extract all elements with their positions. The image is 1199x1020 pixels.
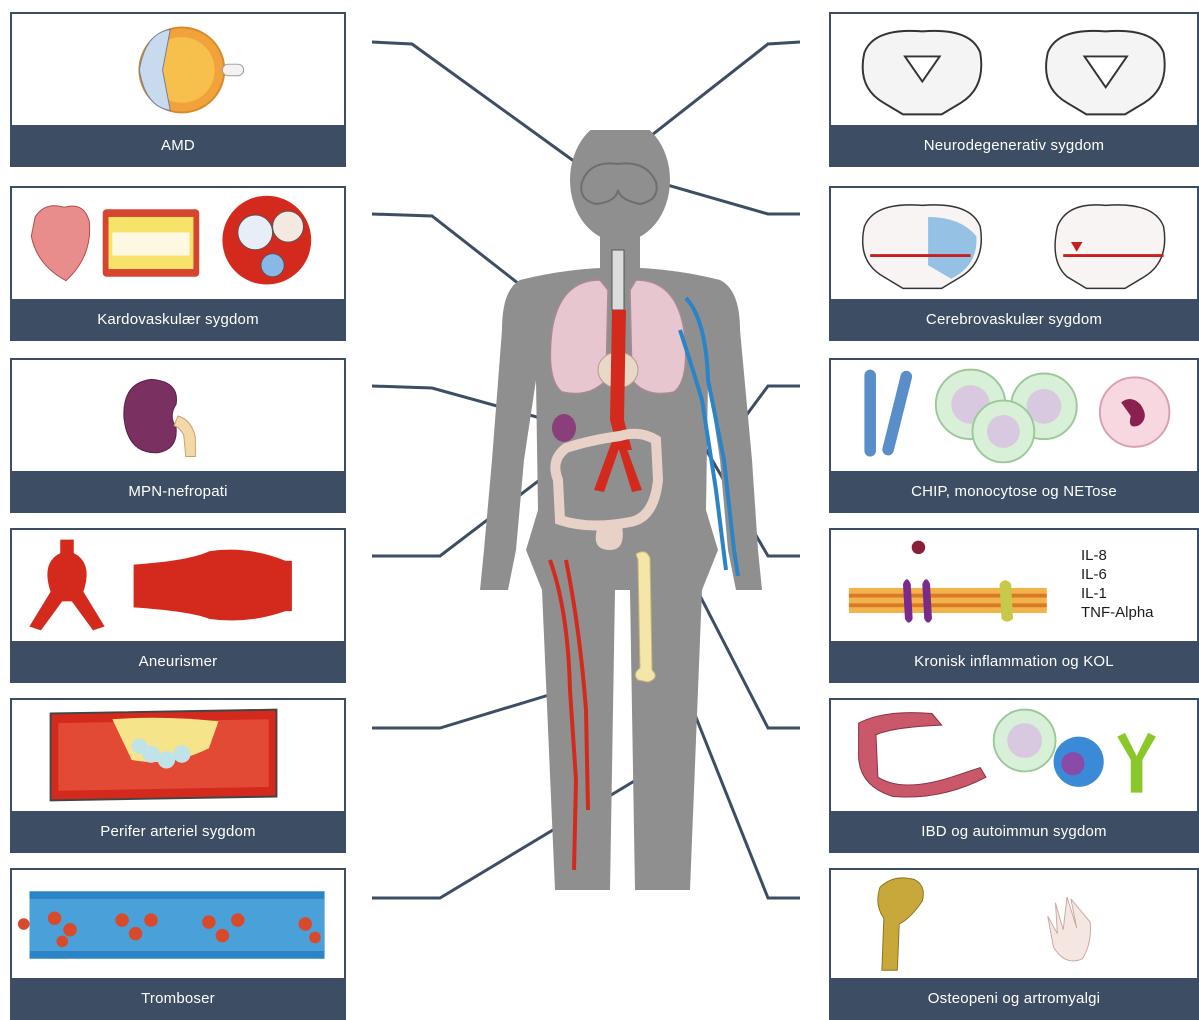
panel-ibd: IBD og autoimmun sygdom <box>829 698 1199 853</box>
cytokine-label: IL-6 <box>1081 565 1154 584</box>
panel-caption: Tromboser <box>12 978 344 1018</box>
panel-caption: AMD <box>12 125 344 165</box>
panel-caption: Kardovaskulær sygdom <box>12 299 344 339</box>
panel-bone: Osteopeni og artromyalgi <box>829 868 1199 1020</box>
panel-caption: Aneurismer <box>12 641 344 681</box>
cytokine-label: IL-8 <box>1081 546 1154 565</box>
panel-aneurysm: Aneurismer <box>10 528 346 683</box>
kidney-small <box>552 414 576 442</box>
panel-caption: CHIP, monocytose og NETose <box>831 471 1197 511</box>
blood-cells-icon <box>831 360 1197 471</box>
panel-inflammation: IL-8 IL-6 IL-1 TNF-Alpha Kronisk inflamm… <box>829 528 1199 683</box>
panel-kidney: MPN-nefropati <box>10 358 346 513</box>
eye-icon <box>12 14 344 125</box>
trachea <box>612 250 624 310</box>
panel-thrombosis: Tromboser <box>10 868 346 1020</box>
panel-amd: AMD <box>10 12 346 167</box>
panel-caption: Osteopeni og artromyalgi <box>831 978 1197 1018</box>
gut-immune-icon <box>831 700 1197 811</box>
thrombus-vessel-icon <box>12 870 344 978</box>
panel-caption: IBD og autoimmun sygdom <box>831 811 1197 851</box>
kidney-icon <box>12 360 344 471</box>
bone-hand-icon <box>831 870 1197 978</box>
aneurysm-icon <box>12 530 344 641</box>
cytokine-list: IL-8 IL-6 IL-1 TNF-Alpha <box>1081 546 1154 622</box>
human-body-figure <box>440 130 780 890</box>
panel-caption: Kronisk inflammation og KOL <box>831 641 1197 681</box>
brain-section-icon <box>831 14 1197 125</box>
plaque-artery-icon <box>12 700 344 811</box>
cytokine-label: TNF-Alpha <box>1081 603 1154 622</box>
panel-caption: Perifer arteriel sygdom <box>12 811 344 851</box>
panel-cerebrovascular: Cerebrovaskulær sygdom <box>829 186 1199 341</box>
panel-neurodegenerative: Neurodegenerativ sygdom <box>829 12 1199 167</box>
panel-caption: MPN-nefropati <box>12 471 344 511</box>
panel-caption: Neurodegenerativ sygdom <box>831 125 1197 165</box>
heart-artery-icon <box>12 188 344 299</box>
cytokine-label: IL-1 <box>1081 584 1154 603</box>
panel-pad: Perifer arteriel sygdom <box>10 698 346 853</box>
panel-caption: Cerebrovaskulær sygdom <box>831 299 1197 339</box>
brain-vessels-icon <box>831 188 1197 299</box>
panel-chip: CHIP, monocytose og NETose <box>829 358 1199 513</box>
panel-cardiovascular: Kardovaskulær sygdom <box>10 186 346 341</box>
